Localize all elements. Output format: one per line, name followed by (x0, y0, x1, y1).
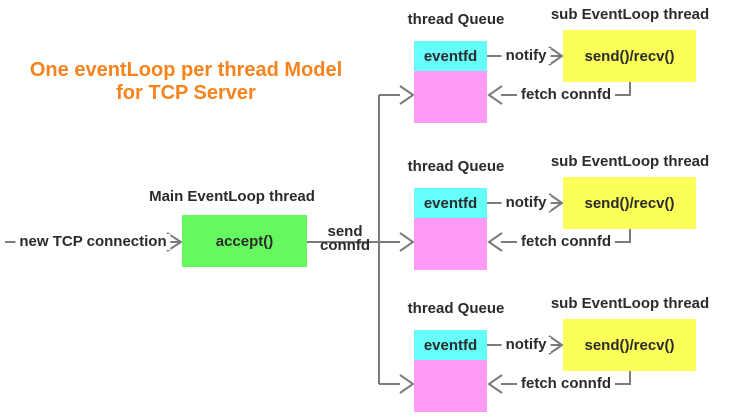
arrowhead-into-queue-1-icon (399, 85, 415, 105)
sub-eventloop-box: send()/recv() (563, 30, 696, 82)
sub-eventloop-box-label: send()/recv() (584, 47, 675, 65)
arrowhead-into-accept-icon (166, 232, 183, 252)
queue-body-box (414, 360, 487, 412)
send-connfd-label-line2: connfd (320, 237, 370, 254)
notify-label: notify (501, 195, 551, 211)
arrowhead-notify-1-icon (548, 46, 564, 66)
queue-title: thread Queue (407, 300, 505, 317)
eventfd-box-label: eventfd (423, 194, 478, 212)
queue-title: thread Queue (407, 11, 505, 28)
main-eventloop-thread-label: Main EventLoop thread (149, 188, 315, 205)
eventfd-box: eventfd (414, 330, 487, 360)
diagram-title-line1: One eventLoop per thread Model (29, 59, 343, 81)
worker-row-2: thread Queue sub EventLoop thread send()… (0, 153, 731, 275)
arrowhead-into-queue-2-icon (399, 232, 415, 252)
arrowhead-fetch-1-icon (487, 85, 503, 105)
eventfd-box: eventfd (414, 188, 487, 218)
diagram-title: One eventLoop per thread Model for TCP S… (30, 59, 342, 105)
send-connfd-label-line1: send (327, 223, 363, 240)
accept-box-label: accept() (215, 232, 274, 250)
fetch-connfd-label: fetch connfd (517, 234, 615, 250)
worker-row-1: thread Queue sub EventLoop thread send()… (0, 6, 731, 128)
incoming-connection-label: new TCP connection (15, 234, 171, 250)
queue-body-box (414, 218, 487, 270)
diagram-title-line2: for TCP Server (116, 82, 256, 104)
arrowhead-into-queue-3-icon (399, 374, 415, 394)
fetch-connfd-label: fetch connfd (517, 376, 615, 392)
eventfd-box-label: eventfd (423, 47, 478, 65)
notify-label: notify (501, 48, 551, 64)
accept-box: accept() (182, 215, 307, 267)
queue-body-box (414, 71, 487, 123)
queue-title: thread Queue (407, 158, 505, 175)
sub-eventloop-box-label: send()/recv() (584, 336, 675, 354)
sub-eventloop-box: send()/recv() (563, 177, 696, 229)
sub-eventloop-box-label: send()/recv() (584, 194, 675, 212)
arrowhead-fetch-2-icon (487, 232, 503, 252)
eventfd-box-label: eventfd (423, 336, 478, 354)
notify-label: notify (501, 337, 551, 353)
worker-row-3: thread Queue sub EventLoop thread send()… (0, 295, 731, 417)
sub-eventloop-thread-label: sub EventLoop thread (550, 295, 710, 312)
send-connfd-label: send connfd (320, 223, 370, 254)
arrowhead-fetch-3-icon (487, 374, 503, 394)
fetch-connfd-label: fetch connfd (517, 87, 615, 103)
sub-eventloop-box: send()/recv() (563, 319, 696, 371)
arrowhead-notify-3-icon (548, 335, 564, 355)
sub-eventloop-thread-label: sub EventLoop thread (550, 153, 710, 170)
eventfd-box: eventfd (414, 41, 487, 71)
arrowhead-notify-2-icon (548, 193, 564, 213)
sub-eventloop-thread-label: sub EventLoop thread (550, 6, 710, 23)
